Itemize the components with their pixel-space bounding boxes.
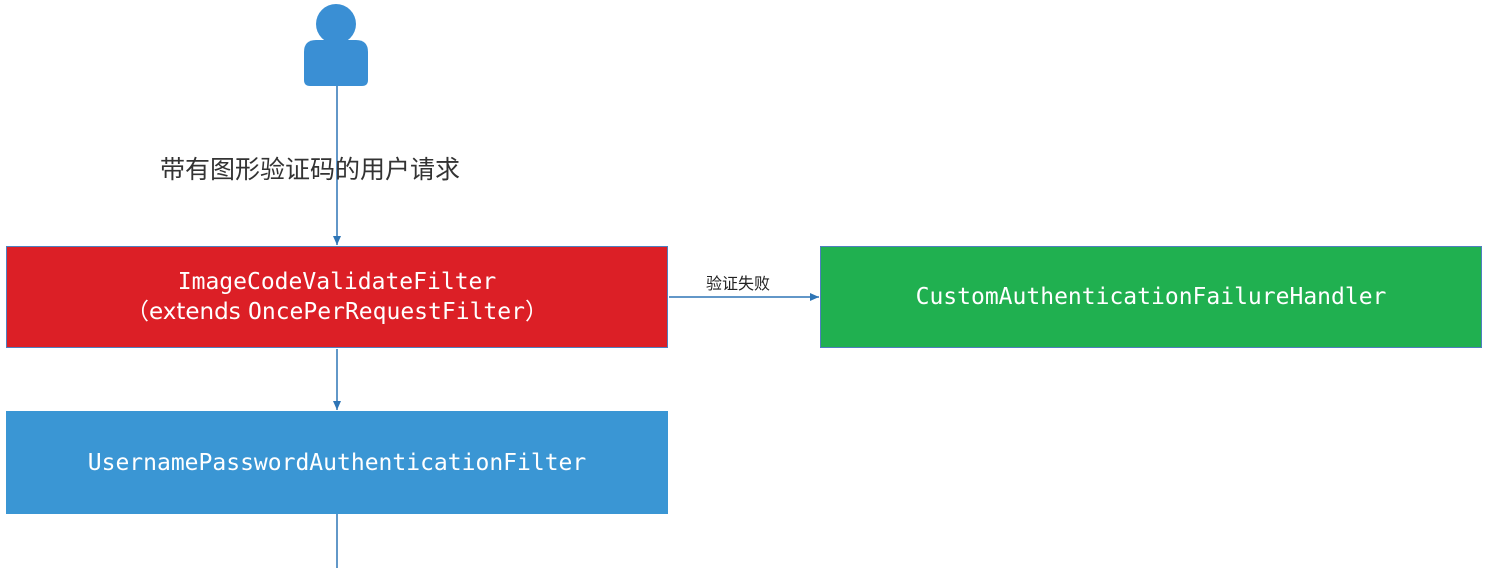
filter-extends-suffix: ） bbox=[524, 299, 548, 325]
custom-authentication-failure-handler-box: CustomAuthenticationFailureHandler bbox=[820, 246, 1482, 348]
handler-title: CustomAuthenticationFailureHandler bbox=[915, 284, 1387, 310]
filter-extends-line: （extends OncePerRequestFilter） bbox=[126, 297, 548, 327]
filter-extends-prefix: （extends bbox=[126, 299, 249, 325]
filter-title: ImageCodeValidateFilter bbox=[177, 269, 497, 295]
request-label: 带有图形验证码的用户请求 bbox=[160, 155, 461, 184]
fail-label: 验证失败 bbox=[706, 274, 771, 293]
user-person-icon bbox=[304, 4, 368, 86]
username-password-authentication-filter-box: UsernamePasswordAuthenticationFilter bbox=[6, 411, 668, 514]
image-code-validate-filter-box: ImageCodeValidateFilter （extends OncePer… bbox=[6, 246, 668, 348]
filter-extends-class: OncePerRequestFilter bbox=[248, 299, 525, 325]
auth-filter-title: UsernamePasswordAuthenticationFilter bbox=[87, 449, 587, 476]
